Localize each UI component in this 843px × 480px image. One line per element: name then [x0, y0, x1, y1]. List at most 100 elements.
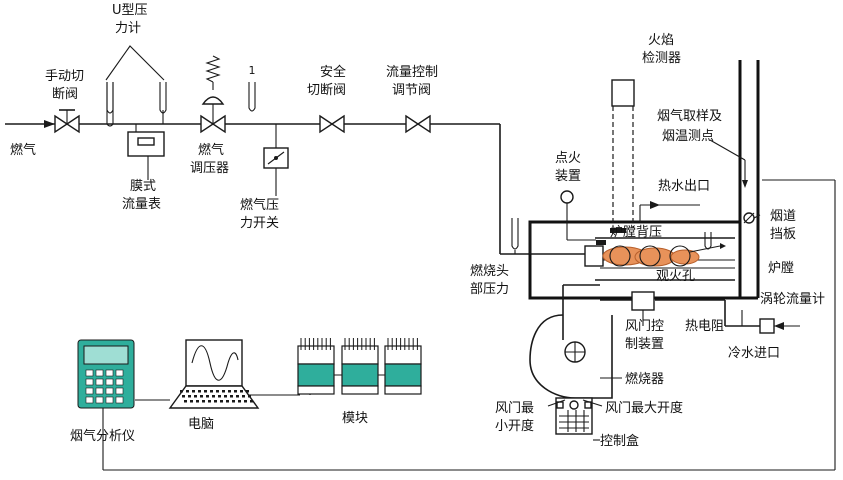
analyzer-key — [95, 396, 104, 404]
label-manual-valve-2: 断阀 — [52, 87, 78, 102]
pressure-gauge-tube: 1 — [248, 64, 256, 112]
u-gauge-right — [159, 82, 167, 124]
analyzer-key — [85, 396, 94, 404]
analyzer-key — [115, 396, 124, 404]
gas-supply-pipeline — [5, 120, 585, 255]
label-u-gauge-2: 力计 — [115, 21, 141, 36]
label-damper-min-2: 小开度 — [495, 418, 534, 434]
laptop-key — [220, 400, 223, 403]
damper-control-device — [631, 291, 655, 326]
gas-pressure-switch — [263, 124, 289, 169]
label-gas: 燃气 — [10, 142, 36, 158]
label-view-port: 观火孔 — [656, 269, 695, 284]
laptop-key — [208, 400, 211, 403]
laptop-key — [244, 400, 247, 403]
label-regulator-1: 燃气 — [198, 142, 224, 158]
label-igniter-1: 点火 — [555, 151, 581, 166]
label-flow-valve-1: 流量控制 — [386, 65, 438, 80]
label-damper-min-1: 风门最 — [495, 401, 534, 416]
analyzer-key — [115, 387, 124, 395]
analyzer-key — [105, 378, 114, 386]
label-flow-valve-2: 调节阀 — [392, 83, 431, 98]
analyzer-key — [95, 387, 104, 395]
io-module — [341, 338, 379, 395]
hot-water-outlet — [639, 201, 700, 222]
leader-lines — [147, 139, 761, 441]
labels: 燃气 U型压 力计 手动切 断阀 膜式 流量表 燃气 调压器 燃气压 力开关 安… — [10, 3, 825, 449]
laptop-key — [226, 400, 229, 403]
laptop-key — [232, 400, 235, 403]
laptop-key — [218, 395, 221, 398]
flue-sampling-probe — [742, 160, 748, 188]
label-damper-ctrl-1: 风门控 — [625, 319, 664, 334]
analyzer-key — [85, 387, 94, 395]
label-flame-detector-2: 检测器 — [642, 51, 681, 66]
label-chamber-backpressure: 炉膛背压 — [610, 225, 662, 240]
label-flue-damper-1: 烟道 — [770, 209, 796, 224]
laptop-key — [238, 400, 241, 403]
label-burner-head-2: 部压力 — [470, 282, 509, 297]
safety-shutoff-valve — [319, 114, 345, 134]
label-manual-valve-1: 手动切 — [45, 69, 84, 84]
label-gas-switch-1: 燃气压 — [240, 197, 279, 213]
label-cold-water-in: 冷水进口 — [728, 346, 780, 361]
gauge-mark-label: 1 — [249, 64, 256, 77]
laptop-key — [246, 390, 249, 393]
laptop-key — [224, 395, 227, 398]
label-burner-head-1: 燃烧头 — [470, 263, 509, 279]
chamber-backpressure-tap — [704, 232, 712, 250]
laptop-key — [240, 390, 243, 393]
laptop-key — [182, 395, 185, 398]
label-igniter-2: 装置 — [555, 169, 581, 184]
laptop-key — [196, 400, 199, 403]
analyzer-key — [115, 378, 124, 386]
label-flue-analyzer: 烟气分析仪 — [70, 428, 135, 444]
analyzer-key — [85, 378, 94, 386]
label-modules: 模块 — [342, 411, 368, 426]
flue-damper — [743, 212, 755, 224]
laptop-computer — [168, 339, 260, 409]
label-control-box: 控制盒 — [600, 433, 639, 449]
laptop-key — [234, 390, 237, 393]
label-flue-sample-1: 烟气取样及 — [657, 108, 722, 124]
analyzer-key — [105, 387, 114, 395]
laptop-key — [180, 390, 183, 393]
flame-detector — [611, 79, 635, 228]
laptop-key — [202, 400, 205, 403]
view-port — [689, 243, 726, 253]
label-thermocouple: 热电阻 — [685, 319, 724, 334]
laptop-key — [190, 400, 193, 403]
laptop-key — [198, 390, 201, 393]
laptop-key — [194, 395, 197, 398]
io-module — [384, 338, 422, 395]
label-safety-valve-1: 安全 — [320, 64, 346, 80]
laptop-key — [228, 390, 231, 393]
laptop-key — [188, 395, 191, 398]
laptop-key — [186, 390, 189, 393]
laptop-key — [248, 395, 251, 398]
flue-gas-analyzer — [77, 339, 135, 409]
u-gauge-pointer — [105, 45, 165, 81]
laptop-key — [230, 395, 233, 398]
laptop-key — [206, 395, 209, 398]
burner-nozzle — [584, 228, 626, 267]
label-computer: 电脑 — [188, 417, 214, 432]
turbine-flow-meter — [759, 318, 800, 334]
laptop-key — [222, 390, 225, 393]
gas-regulator — [200, 55, 226, 134]
analyzer-key — [115, 369, 124, 377]
laptop-key — [242, 395, 245, 398]
burner-head-pressure-gauge — [511, 218, 519, 254]
label-turbine-meter: 涡轮流量计 — [760, 292, 825, 307]
analyzer-key — [95, 378, 104, 386]
label-regulator-2: 调压器 — [190, 161, 229, 176]
boiler-shell — [528, 60, 760, 300]
analyzer-key — [95, 369, 104, 377]
label-flame-detector-1: 火焰 — [648, 33, 674, 48]
laptop-key — [214, 400, 217, 403]
flame — [602, 245, 700, 267]
control-box — [555, 397, 593, 435]
label-damper-ctrl-2: 制装置 — [625, 337, 664, 352]
laptop-key — [200, 395, 203, 398]
